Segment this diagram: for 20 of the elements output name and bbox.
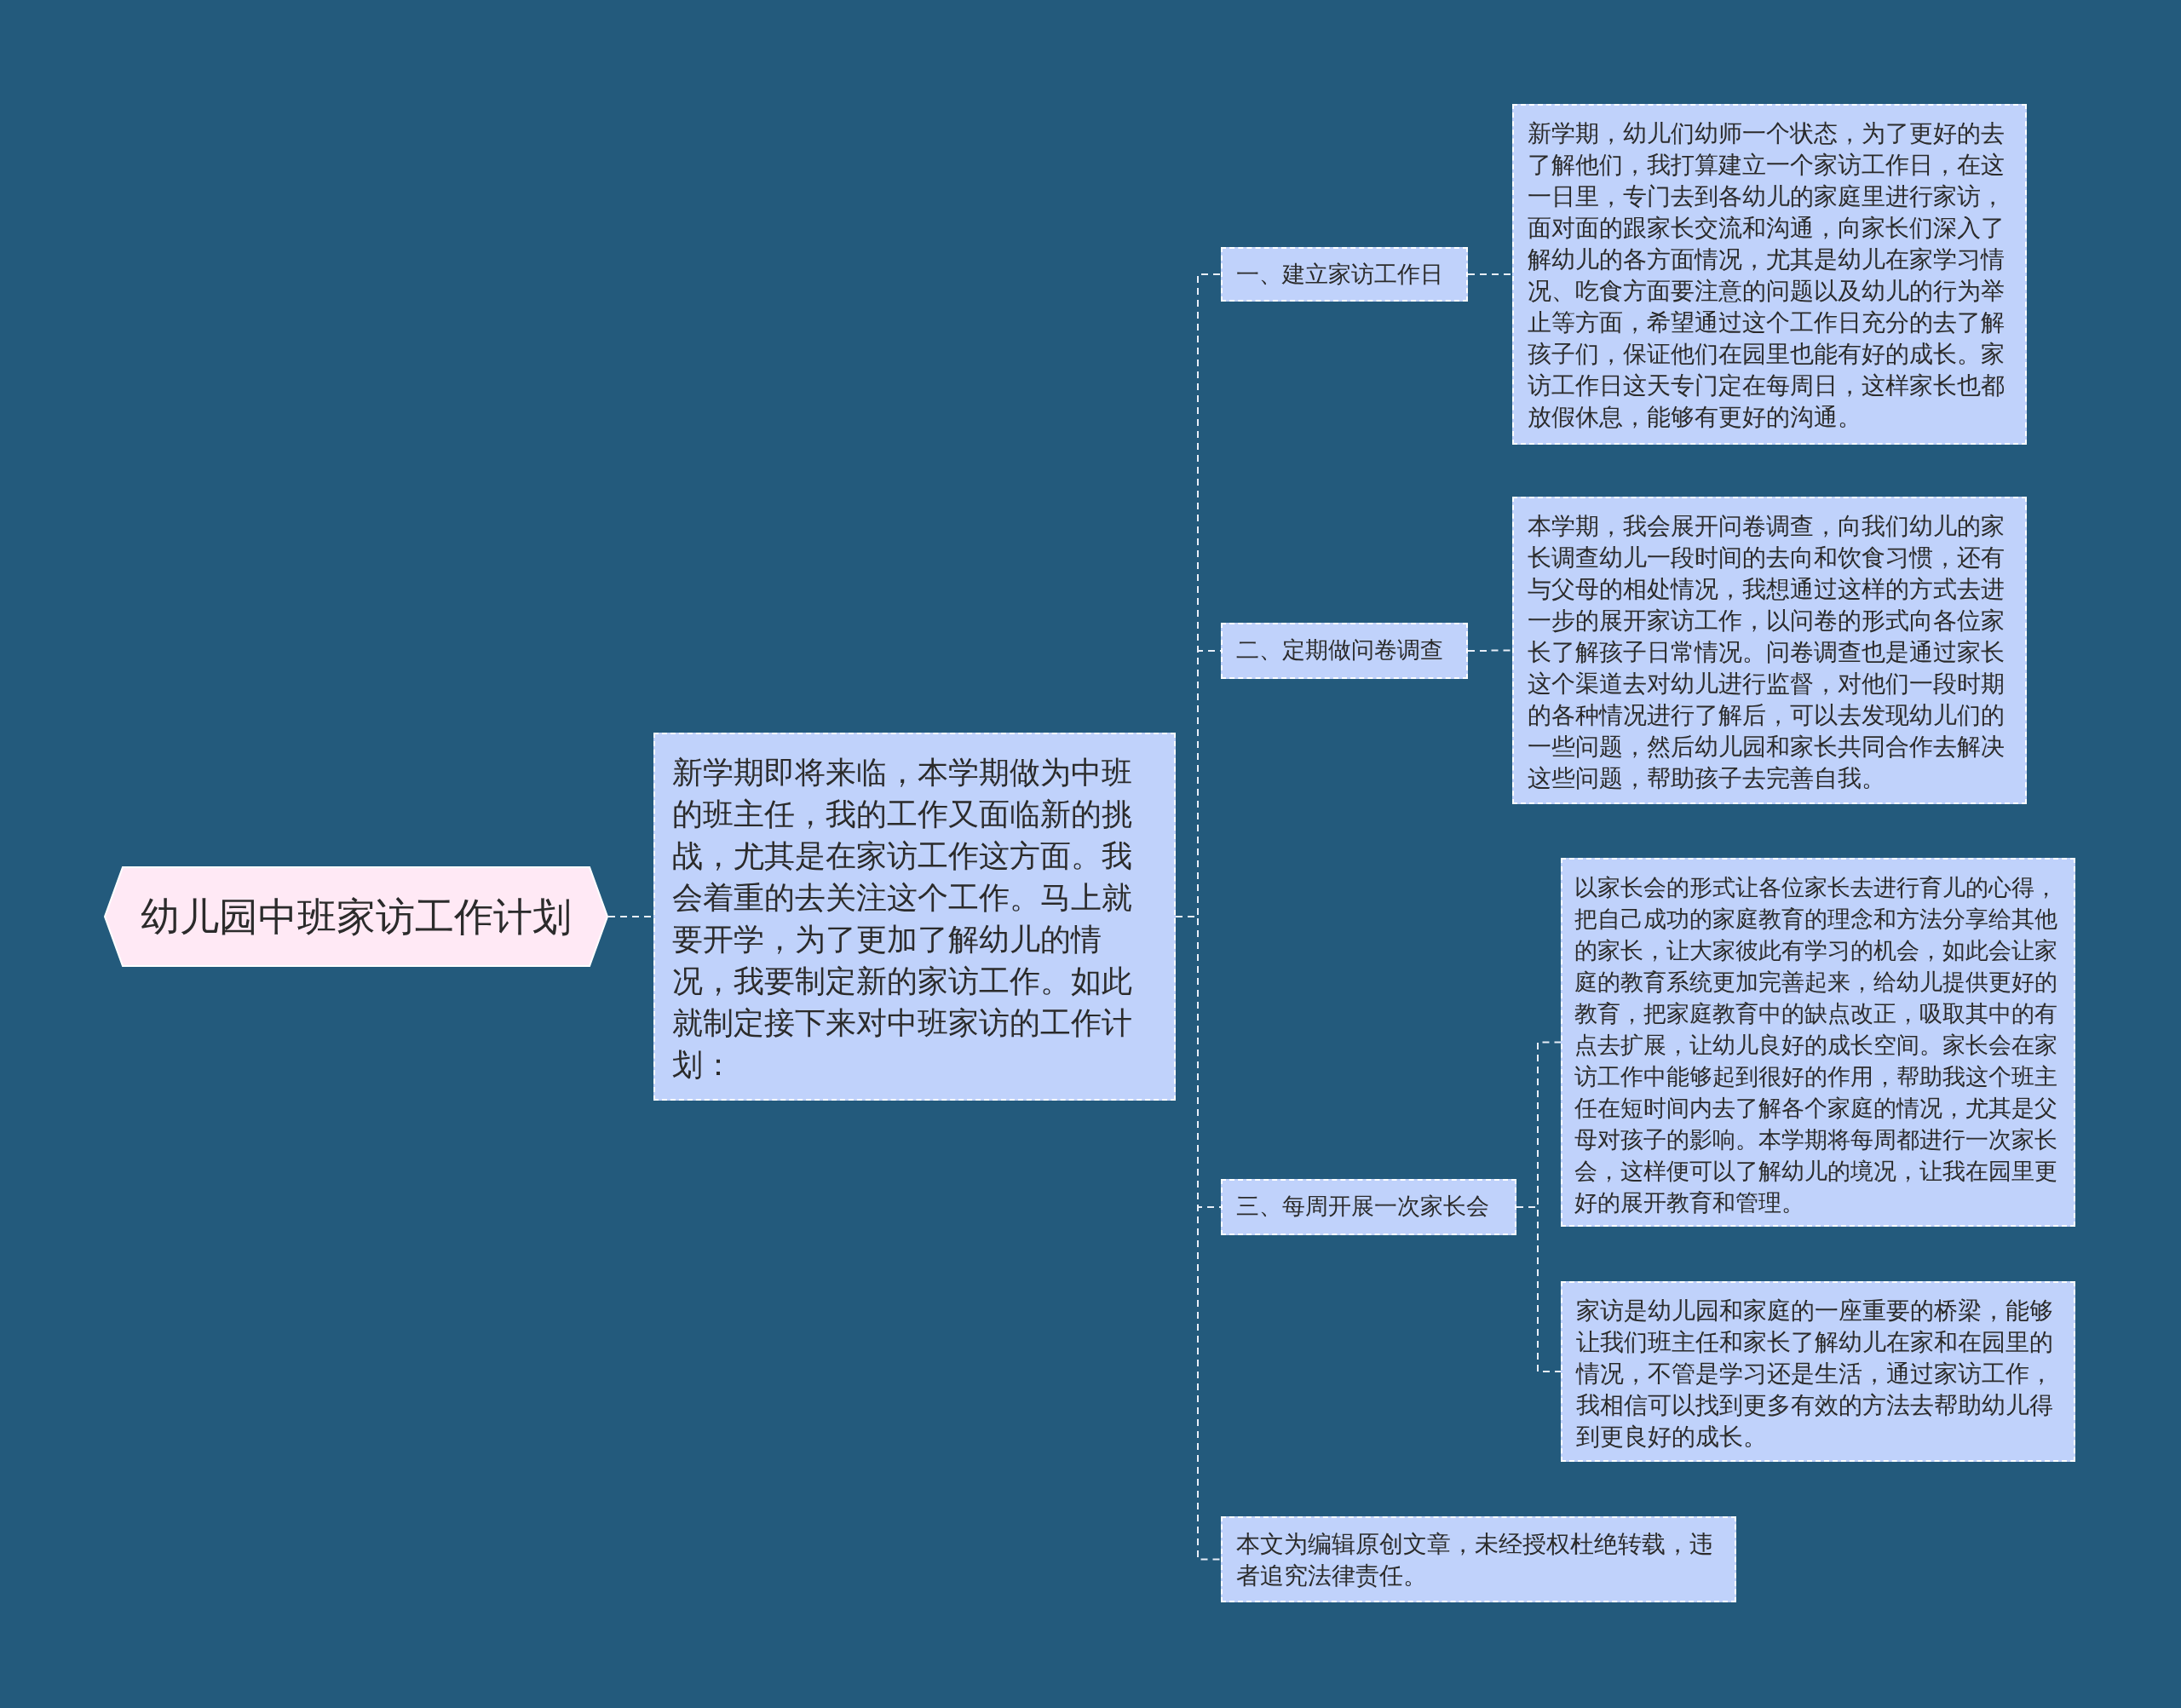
body-text: 新学期即将来临，本学期做为中班的班主任，我的工作又面临新的挑战，尤其是在家访工作这方面。我会着重的去关注这个工作。马上就要开学，为了更加了解幼儿的情况，我要制定新的家访工作。如此就制定接下来对中班家访的工作计划：	[672, 754, 1133, 1084]
connector-line	[1467, 273, 1513, 275]
body-text: 三、每周开展一次家长会	[1236, 1192, 1490, 1221]
body-text: 一、建立家访工作日	[1236, 260, 1444, 289]
connector-line	[1516, 1206, 1562, 1372]
body-text: 新学期，幼儿们幼师一个状态，为了更好的去了解他们，我打算建立一个家访工作日，在这一日里，专门去到各幼儿的家庭里进行家访，面对面的跟家长交流和沟通，向家长们深入了解幼儿的各方面情况，尤其是幼儿在家学习情况、吃食方面要注意的问题以及幼儿的行为举止等方面，希望通过这个工作日充分的去了解孩子们，保证他们在园里也能有好的成长。家访工作日这天专门定在每周日，这样家长也都放假休息，能够有更好的沟通。	[1528, 118, 2005, 432]
hexagon-node	[104, 866, 608, 967]
body-text: 家访是幼儿园和家庭的一座重要的桥梁，能够让我们班主任和家长了解幼儿在家和在园里的情况，不管是学习还是生活，通过家访工作，我相信可以找到更多有效的方法去帮助幼儿得到更良好的成长。	[1576, 1296, 2054, 1452]
body-text: 二、定期做问卷调查	[1236, 635, 1444, 664]
connector-line	[1467, 649, 1513, 652]
body-text: 以家长会的形式让各位家长去进行育儿的心得，把自己成功的家庭教育的理念和方法分享给其他的家长，让大家彼此有学习的机会，如此会让家庭的教育系统更加完善起来，给幼儿提供更好的教育，把家庭教育中的缺点改正，吸取其中的有点去扩展，让幼儿良好的成长空间。家长会在家访工作中能够起到很好的作用，帮助我这个班主任在短时间内去了解各个家庭的情况，尤其是父母对孩子的影响。本学期将每周都进行一次家长会，这样便可以了解幼儿的境况，让我在园里更好的展开教育和管理。	[1574, 873, 2058, 1217]
note-box	[1221, 1516, 1736, 1602]
topic-box	[1221, 623, 1468, 679]
body-text: 本学期，我会展开问卷调查，向我们幼儿的家长调查幼儿一段时间的去向和饮食习惯，还有与父母的相处情况，我想通过这样的方式去进一步的展开家访工作，以问卷的形式向各位家长了解孩子日常情况。问卷调查也是通过家长这个渠道去对幼儿进行监督，对他们一段时期的各种情况进行了解后，可以去发现幼儿们的一些问题，然后幼儿园和家长共同合作去解决这些问题，帮助孩子去完善自我。	[1528, 511, 2005, 793]
title-text: 幼儿园中班家访工作计划	[141, 893, 572, 940]
body-text: 本文为编辑原创文章，未经授权杜绝转载，违者追究法律责任。	[1236, 1529, 1714, 1590]
intro-box	[653, 733, 1176, 1101]
detail-box	[1561, 1281, 2075, 1462]
topic-box	[1221, 247, 1468, 302]
topic-box	[1221, 1179, 1516, 1235]
